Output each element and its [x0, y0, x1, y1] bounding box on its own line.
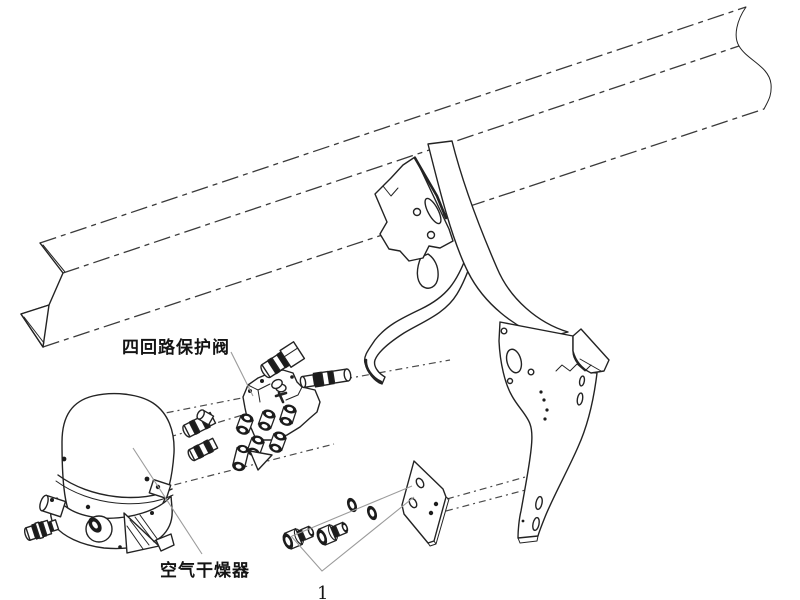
rail-end-profile [20, 242, 66, 348]
bracket-flange [572, 328, 610, 374]
inline-fittings [182, 409, 219, 462]
bracket-slot [576, 392, 584, 406]
gusset-bracket [498, 321, 610, 544]
plate-hole [408, 497, 418, 509]
support-beam [416, 140, 569, 339]
small-mount-plate [401, 460, 450, 547]
bracket-oval-hole [505, 348, 523, 374]
bracket-slot [578, 375, 586, 387]
bracket-hole [527, 368, 535, 376]
dryer-plug-fitting [23, 519, 60, 541]
centerline-plate-upper [446, 473, 537, 500]
dryer-label-leader [132, 447, 203, 555]
bracket-slot [532, 516, 540, 532]
washer [365, 504, 379, 522]
item1-washer-leader [291, 485, 413, 537]
frame-rail [20, 6, 772, 348]
air-dryer-assembly [23, 392, 175, 554]
leader-lines [132, 351, 415, 572]
valve-elbow-bottom [232, 444, 250, 472]
bracket-hole [500, 327, 508, 335]
item1-leader [290, 496, 415, 572]
bolt-fitting [279, 521, 318, 552]
centerline-plate-lower [445, 487, 534, 512]
rail-break-line [735, 6, 772, 110]
plate-hole [415, 477, 425, 489]
valve-elbow-top [260, 341, 306, 379]
alignment-centerlines [149, 359, 537, 512]
item-number-label: 1 [317, 583, 328, 600]
bolt-fitting [313, 517, 352, 548]
beam-mount-plate [374, 156, 454, 262]
protection-valve-assembly [232, 341, 352, 472]
bracket-slot [535, 495, 543, 511]
valve-flag [249, 450, 273, 471]
beam-tab [416, 253, 439, 289]
valve-fitting-right [299, 368, 352, 389]
valve-label: 四回路保护阀 [122, 337, 230, 358]
dryer-label: 空气干燥器 [160, 560, 250, 581]
hardware-group [279, 460, 450, 552]
centerline-top-port [149, 395, 253, 417]
bracket-hole [506, 377, 514, 385]
centerline-mid-port [152, 413, 247, 443]
plate-slot [424, 197, 442, 225]
plate-hole [412, 207, 422, 217]
valve-label-leader [230, 351, 254, 397]
centerline-lower [157, 443, 335, 490]
plate-hole [426, 230, 436, 240]
centerline-right-fitting [294, 359, 451, 389]
